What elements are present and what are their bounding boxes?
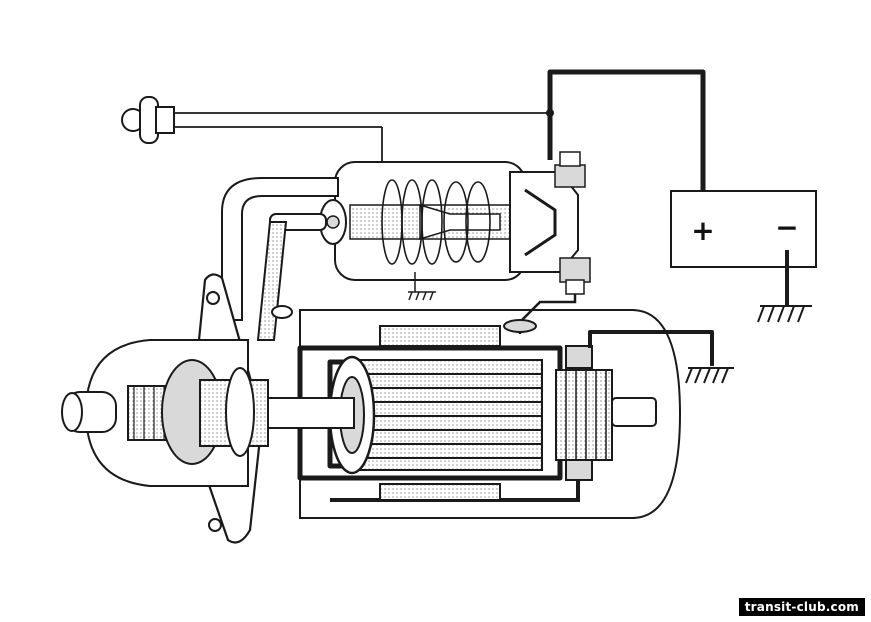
brush-ground-icon [685,367,734,384]
switch-wire [174,112,550,165]
armature [267,325,543,501]
commutator [555,345,657,481]
drive-end-housing [61,339,269,487]
ground-symbol-icon [757,305,812,323]
battery-icon: + − [670,190,817,268]
solenoid [319,151,591,295]
brush-ground-wire [588,330,714,366]
cable-joint [546,109,554,117]
ignition-switch-icon [121,96,175,144]
engagement-lever [221,177,339,341]
solenoid-ground-icon [408,272,436,301]
battery-negative-label: − [775,211,798,244]
watermark-label: transit-club.com [738,598,865,616]
spring-coil-icon [381,179,491,265]
battery-positive-label: + [691,214,714,247]
